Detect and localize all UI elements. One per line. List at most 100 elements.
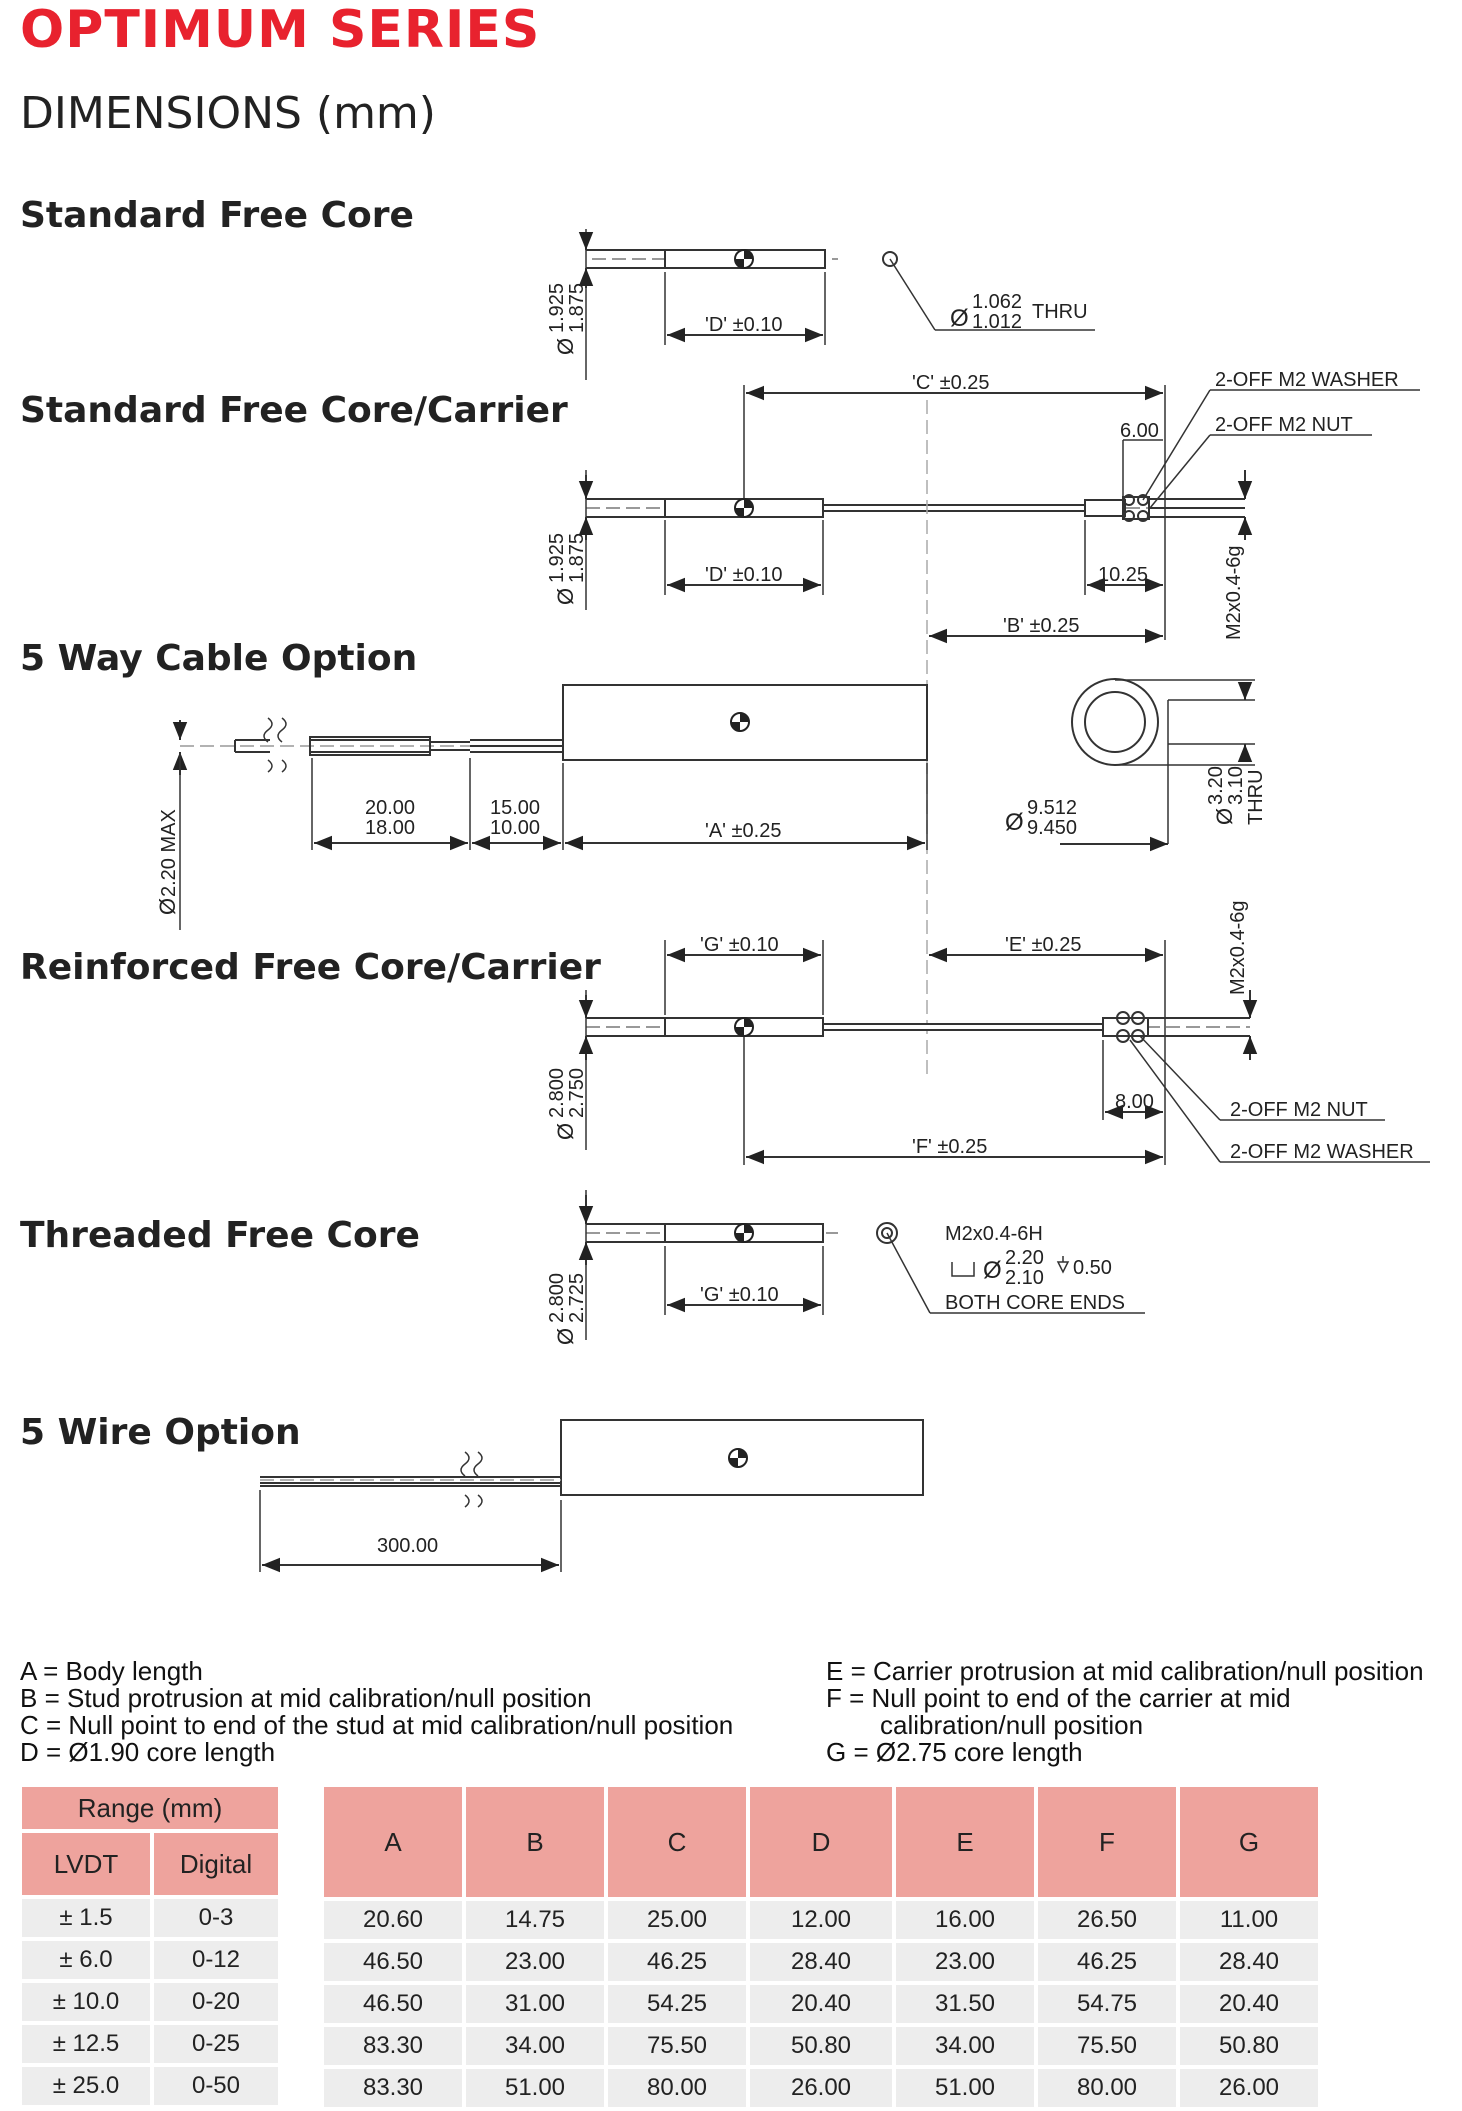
- section-reinforced-free-core-carrier: Reinforced Free Core/Carrier: [20, 947, 601, 988]
- table-cell: 20.40: [1180, 1985, 1318, 2023]
- digital-cell: 0-3: [154, 1899, 278, 1937]
- label-f-tol: 'F' ±0.25: [912, 1136, 987, 1158]
- label-b-tol: 'B' ±0.25: [1003, 615, 1079, 637]
- col-header-c: C: [608, 1787, 746, 1897]
- svg-text:THRU: THRU: [1245, 769, 1267, 825]
- table-cell: 26.00: [750, 2069, 892, 2107]
- table-cell: 34.00: [896, 2027, 1034, 2065]
- section-standard-free-core-carrier: Standard Free Core/Carrier: [20, 390, 568, 431]
- svg-text:Ø: Ø: [1212, 808, 1237, 825]
- five-wire-drawing: [259, 1419, 924, 1573]
- legend-item: calibration/null position: [880, 1710, 1144, 1740]
- table-cell: 11.00: [1180, 1901, 1318, 1939]
- dim-six: 6.00: [1120, 420, 1159, 442]
- lvdt-cell: ± 6.0: [22, 1941, 150, 1979]
- cb-upper: 2.20: [1005, 1247, 1044, 1269]
- dia-core-label-2: Ø 1.925 1.875: [546, 533, 588, 605]
- table-cell: 51.00: [896, 2069, 1034, 2107]
- svg-text:Ø: Ø: [155, 898, 180, 915]
- legend-item: D = Ø1.90 core length: [20, 1737, 276, 1767]
- lvdt-cell: ± 12.5: [22, 2025, 150, 2063]
- table-cell: 14.75: [466, 1901, 604, 1939]
- table-cell: 26.50: [1038, 1901, 1176, 1939]
- svg-text:1.875: 1.875: [566, 283, 588, 333]
- table-cell: 83.30: [324, 2027, 462, 2065]
- col-header-a: A: [324, 1787, 462, 1897]
- section-threaded-free-core: Threaded Free Core: [20, 1215, 420, 1256]
- dia-symbol: Ø: [950, 305, 969, 332]
- nut-callout: 2-OFF M2 NUT: [1215, 414, 1353, 436]
- label-c-tol: 'C' ±0.25: [912, 372, 990, 394]
- legend-item: C = Null point to end of the stud at mid…: [20, 1710, 734, 1740]
- null-point-icon: [734, 1223, 754, 1243]
- table-cell: 46.50: [324, 1985, 462, 2023]
- null-point-icon: [734, 498, 754, 518]
- nut-callout-2: 2-OFF M2 NUT: [1230, 1099, 1368, 1121]
- table-cell: 26.00: [1180, 2069, 1318, 2107]
- legend-item: A = Body length: [20, 1656, 203, 1686]
- table-cell: 80.00: [1038, 2069, 1176, 2107]
- thru-upper: 1.062: [972, 291, 1022, 313]
- table-cell: 46.25: [608, 1943, 746, 1981]
- table-cell: 16.00: [896, 1901, 1034, 1939]
- hole-dia-label: Ø 3.20 3.10 THRU: [1205, 766, 1267, 825]
- reinforced-core-carrier-drawing: [578, 940, 1430, 1165]
- cable-20: 20.00: [365, 797, 415, 819]
- m2-thread-g-2: M2x0.4-6g: [1227, 901, 1249, 996]
- null-point-icon: [734, 249, 754, 269]
- digital-cell: 0-20: [154, 1983, 278, 2021]
- table-cell: 25.00: [608, 1901, 746, 1939]
- label-d-tol-2: 'D' ±0.10: [705, 564, 783, 586]
- dimension-drawing: 'D' ±0.10 Ø 1.925 1.875 Ø 1.062 1.012 TH…: [155, 229, 1430, 1573]
- svg-text:2.800: 2.800: [546, 1273, 568, 1323]
- svg-text:1.875: 1.875: [566, 533, 588, 583]
- svg-text:2.750: 2.750: [566, 1068, 588, 1118]
- table-cell: 75.50: [1038, 2027, 1176, 2065]
- table-cell: 31.00: [466, 1985, 604, 2023]
- svg-text:3.10: 3.10: [1225, 766, 1247, 805]
- dim-eight: 8.00: [1115, 1091, 1154, 1113]
- label-a-tol: 'A' ±0.25: [705, 820, 781, 842]
- table-cell: 75.50: [608, 2027, 746, 2065]
- col-header-g: G: [1180, 1787, 1318, 1897]
- wire-length: 300.00: [377, 1535, 438, 1557]
- table-cell: 28.40: [750, 1943, 892, 1981]
- range-header: Range (mm): [22, 1787, 278, 1829]
- col-header-b: B: [466, 1787, 604, 1897]
- null-point-icon: [734, 1017, 754, 1037]
- svg-text:3.20: 3.20: [1205, 766, 1227, 805]
- legend-item: B = Stud protrusion at mid calibration/n…: [20, 1683, 592, 1713]
- table-cell: 31.50: [896, 1985, 1034, 2023]
- legend-item: F = Null point to end of the carrier at …: [826, 1683, 1291, 1713]
- dia-reinforced-label: Ø 2.800 2.750: [546, 1068, 588, 1140]
- null-point-icon: [730, 712, 750, 732]
- legend-left: A = Body length B = Stud protrusion at m…: [20, 1658, 733, 1766]
- table-cell: 50.80: [750, 2027, 892, 2065]
- table-cell: 54.75: [1038, 1985, 1176, 2023]
- table-cell: 23.00: [896, 1943, 1034, 1981]
- digital-cell: 0-25: [154, 2025, 278, 2063]
- svg-text:2.800: 2.800: [546, 1068, 568, 1118]
- both-core-ends: BOTH CORE ENDS: [945, 1292, 1125, 1314]
- cb-depth: 0.50: [1073, 1257, 1112, 1279]
- table-cell: 54.25: [608, 1985, 746, 2023]
- table-cell: 23.00: [466, 1943, 604, 1981]
- m2-thread-h: M2x0.4-6H: [945, 1223, 1043, 1245]
- page-subtitle: DIMENSIONS (mm): [20, 88, 436, 139]
- bore-lower: 9.450: [1027, 817, 1077, 839]
- threaded-free-core-drawing: [578, 1190, 1145, 1340]
- legend-right: E = Carrier protrusion at mid calibratio…: [826, 1658, 1424, 1766]
- five-way-cable-drawing: [172, 678, 1255, 930]
- dia-cable-label: Ø 2.20 MAX: [155, 809, 180, 915]
- dim-ten25: 10.25: [1098, 564, 1148, 586]
- svg-text:Ø: Ø: [553, 1123, 578, 1140]
- svg-text:Ø: Ø: [553, 338, 578, 355]
